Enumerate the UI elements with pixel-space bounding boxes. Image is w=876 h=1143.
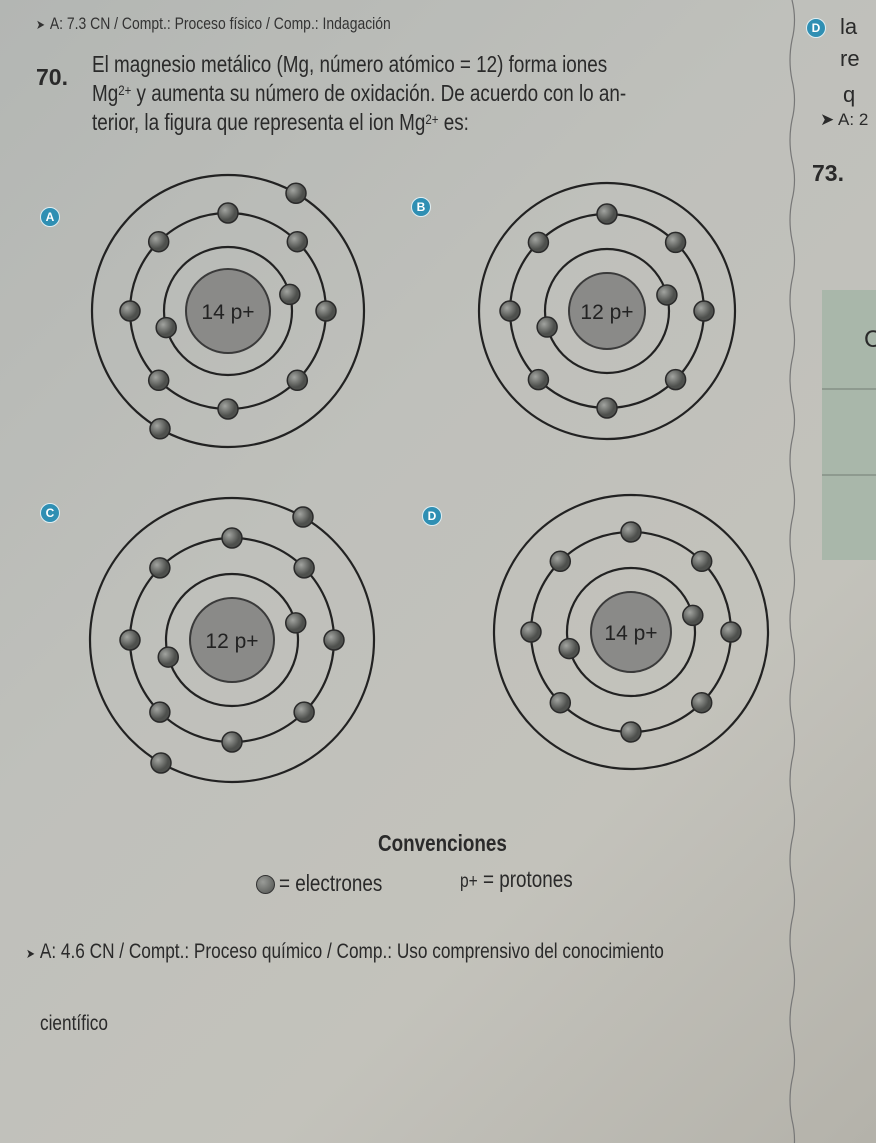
electron [155,316,177,339]
electron [664,231,687,254]
electron [150,752,172,774]
chevron-right-icon: ➤ [26,946,35,961]
option-c-badge[interactable]: C [40,503,60,523]
electron [682,604,704,627]
footer-competency-tag: ➤A: 4.6 CN / Compt.: Proceso químico / C… [26,940,664,963]
electron-shell [492,493,770,771]
right-page-text: q [843,82,856,107]
electron [285,612,307,634]
nucleus [568,272,646,350]
electron [499,300,521,322]
nucleus [590,591,672,673]
electron-shell [90,173,366,449]
nucleus-label: 14 p+ [201,301,254,324]
electron [620,521,642,543]
electron [323,629,345,651]
electron [536,316,558,338]
electron [690,550,713,573]
footer-competency-tag-cont: científico [40,1012,108,1035]
electron [664,368,687,391]
electron [217,202,239,224]
nucleus-label: 14 p+ [604,622,657,645]
electron [549,550,572,573]
electron [527,231,550,254]
electron [549,691,572,714]
electron-shell [162,245,294,377]
electron [293,701,315,723]
right-page-text: ➤ A: 2 [820,110,869,129]
electron [119,300,141,322]
electron [149,557,171,579]
right-page-text: 73. [812,160,844,186]
legend-electrons: = electrones [256,870,405,897]
electron [149,701,171,723]
question-text: El magnesio metálico (Mg, número atómico… [92,51,627,135]
electron [690,691,713,714]
option-d-badge[interactable]: D [422,506,442,526]
option-a-badge[interactable]: A [40,207,60,227]
legend-protons: p+ = protones [460,866,573,892]
nucleus-label: 12 p+ [205,630,258,653]
nucleus [189,597,275,683]
electron [596,397,618,419]
right-page-table [822,290,876,560]
electron [147,369,170,392]
electron [656,284,678,306]
electron [292,506,314,528]
electron [221,527,243,549]
divider [822,474,876,476]
electron [157,646,179,668]
competency-tag: ➤A: 7.3 CN / Compt.: Proceso físico / Co… [36,14,391,33]
electron [596,203,618,225]
electron [149,418,171,440]
electron [720,621,742,643]
electron [286,369,309,392]
nucleus [185,268,271,354]
electron-shell [565,566,697,698]
electron-shell [88,496,376,784]
electron-shell [543,247,671,375]
question-number: 70. [36,64,68,90]
electron [527,368,550,391]
electron [119,629,141,651]
nucleus-label: 12 p+ [580,301,633,324]
right-page-badge: D [806,18,826,38]
divider [822,388,876,390]
right-page-text: C [864,326,876,353]
electron [147,230,170,253]
electron [217,398,239,420]
electron [279,283,301,306]
electron [558,637,580,660]
electron [315,300,337,322]
right-page-text: la [840,14,858,39]
conventions-title: Convenciones [378,830,507,856]
right-page-text: re [840,46,860,71]
electron [286,230,309,253]
electron [693,300,715,322]
electron [293,557,315,579]
page-fold-line [789,0,796,1143]
option-b-badge[interactable]: B [411,197,431,217]
electron-icon [256,875,275,895]
electron-shell [164,572,300,708]
electron [520,621,542,643]
electron [221,731,243,753]
electron-shell [477,181,737,441]
electron [620,721,642,743]
chevron-right-icon: ➤ [36,17,45,32]
electron [285,182,307,204]
